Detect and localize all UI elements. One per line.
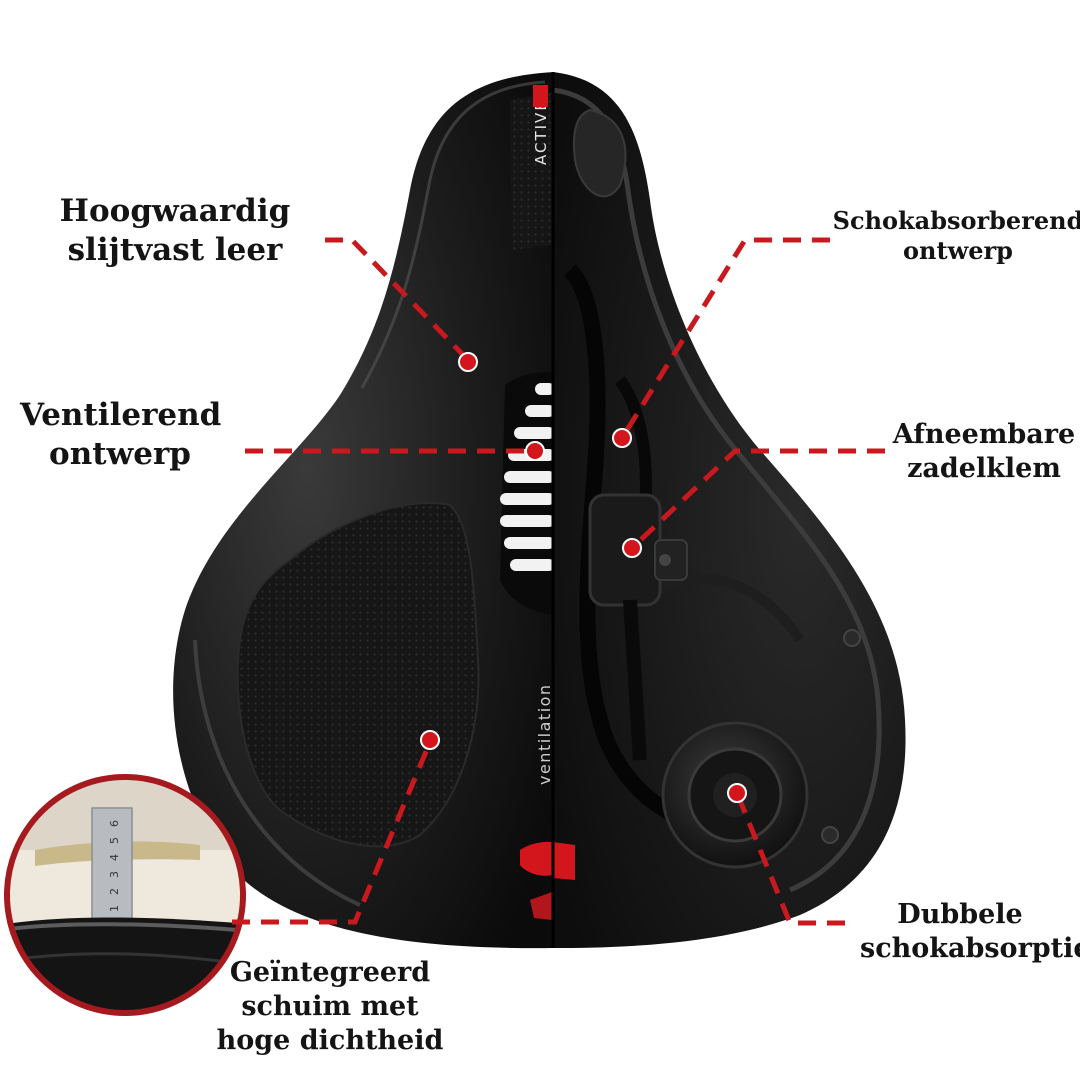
callout-line-dual-shock <box>734 792 845 926</box>
saddle-leather-half <box>173 72 553 949</box>
callout-line-foam <box>232 741 433 925</box>
ruler-digit: 1 <box>108 905 121 912</box>
callout-label-ventilation: Ventilerend ontwerp <box>20 396 222 474</box>
callout-foam-line-2: schuim met <box>241 990 419 1022</box>
callout-leather-line-1: Hoogwaardig <box>59 193 291 229</box>
callout-line-clamp <box>630 448 885 550</box>
callout-anchors <box>420 352 747 803</box>
brand-print: ACTIVE <box>532 99 550 165</box>
ventilation-print: ventilation <box>535 683 554 785</box>
callout-foam-line-3: hoge dichtheid <box>216 1024 444 1056</box>
callout-shock-line-1: Schokabsorberend <box>832 206 1080 235</box>
ventilation-slots <box>500 383 553 571</box>
callout-label-shock: Schokabsorberend ontwerp <box>832 206 1080 266</box>
ruler-digit: 6 <box>108 820 121 827</box>
anchor-dual-shock <box>727 783 747 803</box>
callout-shock-line-2: ontwerp <box>903 236 1013 265</box>
callout-foam-line-1: Geïntegreerd <box>229 957 431 988</box>
brand-accent <box>533 85 548 107</box>
anchor-ventilation <box>525 441 545 461</box>
callout-label-foam: Geïntegreerd schuim met hoge dichtheid <box>210 956 450 1057</box>
callout-label-leather: Hoogwaardig slijtvast leer <box>40 192 310 270</box>
callout-lines <box>232 237 885 926</box>
anchor-shock <box>612 428 632 448</box>
anchor-foam <box>420 730 440 750</box>
callout-label-clamp: Afneembare zadelklem <box>890 418 1078 486</box>
callout-ventilation-line-2: ontwerp <box>49 435 191 472</box>
callout-leather-line-2: slijtvast leer <box>67 231 283 268</box>
callout-clamp-line-2: zadelklem <box>907 452 1061 484</box>
ruler-digit: 4 <box>108 854 121 861</box>
callout-label-dual-shock: Dubbele schokabsorptie <box>860 898 1080 966</box>
anchor-clamp <box>622 538 642 558</box>
ruler-digit: 2 <box>108 888 121 895</box>
callout-dual-shock-line-1: Dubbele <box>897 899 1023 930</box>
ruler-digit: 3 <box>108 871 121 878</box>
callout-line-shock <box>619 237 830 440</box>
ruler-digit: 5 <box>108 837 121 844</box>
callout-line-leather <box>325 237 470 362</box>
saddle-underside-half <box>553 72 906 948</box>
callout-ventilation-line-1: Ventilerend <box>20 397 222 433</box>
anchor-leather <box>458 352 478 372</box>
callout-dual-shock-line-2: schokabsorptie <box>860 932 1080 964</box>
callout-clamp-line-1: Afneembare <box>892 419 1076 450</box>
ruler-digits: 1 2 3 4 5 6 <box>108 820 121 912</box>
